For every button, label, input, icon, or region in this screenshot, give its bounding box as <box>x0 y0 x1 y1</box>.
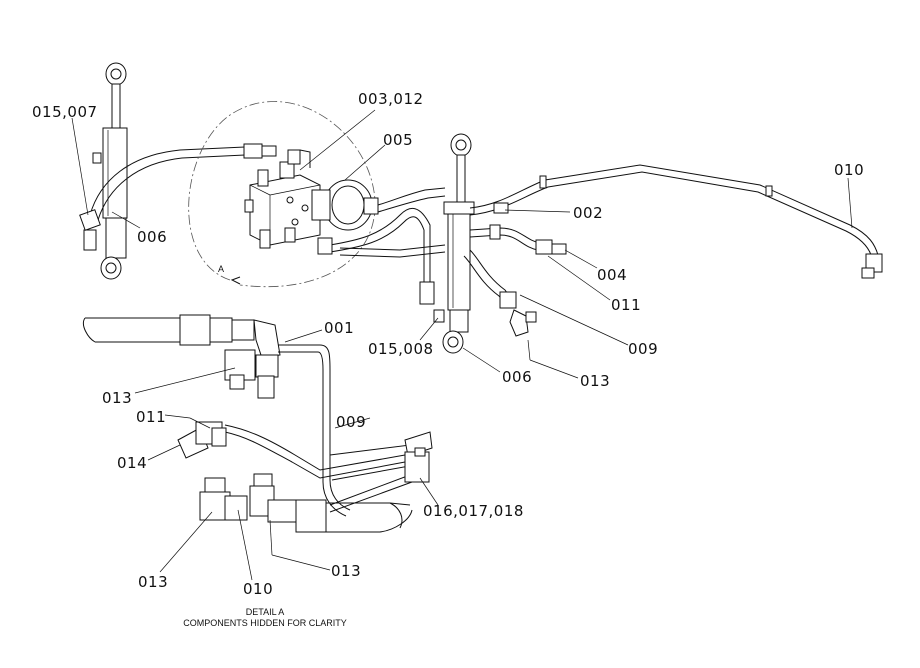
part-labels: 015,007 003,012 005 006 010 002 004 011 … <box>32 90 864 598</box>
valve-block <box>244 149 321 249</box>
label-005: 005 <box>383 131 413 149</box>
label-013-bottom: 013 <box>331 562 361 580</box>
label-006-top: 006 <box>137 228 167 246</box>
label-011-left: 011 <box>136 408 166 426</box>
label-010-bottom: 010 <box>243 580 273 598</box>
right-hydraulic-cylinder <box>419 133 475 354</box>
caption-line-2: COMPONENTS HIDDEN FOR CLARITY <box>183 618 347 628</box>
label-006-mid: 006 <box>502 368 532 386</box>
left-hydraulic-cylinder <box>83 62 128 280</box>
pipe-010-long <box>469 164 883 279</box>
pipes-valve-to-cylinder <box>299 149 446 285</box>
detail-a-assembly <box>82 314 433 533</box>
label-002: 002 <box>573 204 603 222</box>
label-004: 004 <box>597 266 627 284</box>
pump-motor-005 <box>311 179 379 231</box>
label-009-detail: 009 <box>336 413 366 431</box>
label-001: 001 <box>324 319 354 337</box>
label-009-right: 009 <box>628 340 658 358</box>
label-010-right: 010 <box>834 161 864 179</box>
label-011-right: 011 <box>611 296 641 314</box>
caption-line-1: DETAIL A <box>246 607 285 617</box>
detail-a-marker: A <box>218 264 224 274</box>
label-003-012: 003,012 <box>358 90 424 108</box>
clamp-and-fittings-right <box>463 202 567 337</box>
detail-a-circle <box>188 101 376 288</box>
detail-caption: DETAIL A COMPONENTS HIDDEN FOR CLARITY <box>183 607 347 628</box>
label-013-left: 013 <box>102 389 132 407</box>
label-013-bottom-left: 013 <box>138 573 168 591</box>
leader-lines <box>71 109 853 581</box>
label-015-008: 015,008 <box>368 340 434 358</box>
label-013-right: 013 <box>580 372 610 390</box>
label-014: 014 <box>117 454 147 472</box>
hose-006-left <box>79 143 277 231</box>
label-016-017-018: 016,017,018 <box>423 502 524 520</box>
label-015-007: 015,007 <box>32 103 98 121</box>
